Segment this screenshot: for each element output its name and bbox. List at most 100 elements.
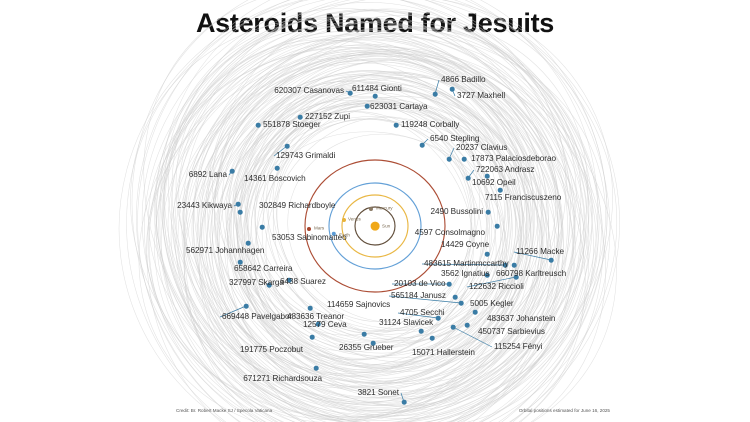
asteroid-marker[interactable] <box>458 300 464 306</box>
asteroid-label: 565184 Janusz <box>391 291 446 300</box>
asteroid-label: 14361 Boscovich <box>244 174 306 183</box>
asteroid-marker[interactable] <box>255 122 261 128</box>
asteroid-label: 327997 Skarga <box>229 278 284 287</box>
asteroid-label: 227152 Zupi <box>305 112 350 121</box>
asteroid-label: 3562 Ignatius <box>441 269 490 278</box>
asteroid-marker[interactable] <box>235 201 241 207</box>
asteroid-marker[interactable] <box>464 322 470 328</box>
asteroid-marker[interactable] <box>237 209 243 215</box>
asteroid-marker[interactable] <box>497 187 503 193</box>
asteroid-label: 4866 Badillo <box>441 75 486 84</box>
asteroid-marker[interactable] <box>418 328 424 334</box>
asteroid-label: 3727 Maxhell <box>457 91 506 100</box>
asteroid-marker[interactable] <box>361 331 367 337</box>
asteroid-label: 620307 Casanovas <box>274 86 344 95</box>
asteroid-marker[interactable] <box>484 272 490 278</box>
asteroid-marker[interactable] <box>446 156 452 162</box>
asteroid-marker[interactable] <box>472 309 478 315</box>
asteroid-label: 483636 Treanor <box>287 312 345 321</box>
asteroid-marker[interactable] <box>297 114 303 120</box>
orbital-date-note: Orbital positions estimated for June 16,… <box>518 408 610 413</box>
asteroid-marker[interactable] <box>370 340 376 346</box>
asteroid-label: 10692 Opeil <box>472 178 516 187</box>
asteroid-marker[interactable] <box>372 93 378 99</box>
asteroid-label: 6540 Stepling <box>430 134 480 143</box>
planet-label-mars: Mars <box>314 225 325 231</box>
asteroid-label: 115254 Fényi <box>494 342 543 351</box>
asteroid-marker[interactable] <box>313 365 319 371</box>
asteroid-marker[interactable] <box>347 90 353 96</box>
asteroid-marker[interactable] <box>484 251 490 257</box>
asteroid-label: 2490 Bussolini <box>430 207 483 216</box>
asteroid-marker[interactable] <box>284 143 290 149</box>
asteroid-marker[interactable] <box>259 224 265 230</box>
asteroid-label: 31124 Slavicek <box>379 318 434 327</box>
asteroid-marker[interactable] <box>452 294 458 300</box>
asteroid-marker[interactable] <box>513 274 519 280</box>
asteroid-label: 551878 Stoeger <box>263 120 321 129</box>
asteroid-label: 20103 de Vico <box>394 279 446 288</box>
asteroid-label: 7115 Franciscuszeno <box>485 193 562 202</box>
asteroid-label: 6892 Lana <box>188 170 227 179</box>
asteroid-marker[interactable] <box>237 259 243 265</box>
asteroid-marker[interactable] <box>484 173 490 179</box>
asteroid-label: 562971 Johannhagen <box>186 246 265 255</box>
asteroid-marker[interactable] <box>511 262 517 268</box>
asteroid-label: 623031 Cartaya <box>370 102 428 111</box>
asteroid-marker[interactable] <box>286 277 292 283</box>
planet-marker-mercury <box>369 207 373 211</box>
asteroid-marker[interactable] <box>393 122 399 128</box>
asteroid-label: 6438 Suarez <box>280 277 326 286</box>
asteroid-marker[interactable] <box>315 321 321 327</box>
asteroid-label: 23443 Kikwaya <box>177 201 232 210</box>
asteroid-label: 14429 Coyne <box>441 240 490 249</box>
asteroid-label: 12579 Ceva <box>303 320 347 329</box>
asteroid-marker[interactable] <box>450 324 456 330</box>
asteroid-orbit-ellipses <box>118 0 620 422</box>
asteroid-marker[interactable] <box>274 165 280 171</box>
asteroid-label: 4705 Secchi <box>400 308 445 317</box>
asteroid-marker[interactable] <box>502 262 508 268</box>
asteroid-label: 20237 Clavius <box>456 143 508 152</box>
asteroid-label: 669448 Pavelgabor <box>222 312 293 321</box>
asteroid-marker[interactable] <box>245 240 251 246</box>
planet-orbit-ellipses <box>304 159 446 293</box>
asteroid-marker[interactable] <box>243 303 249 309</box>
planet-marker-sun <box>370 221 380 231</box>
asteroid-label: 660798 Karltreusch <box>496 269 567 278</box>
asteroid-label: 114659 Sajnovics <box>327 300 391 309</box>
asteroid-label: 53053 Sabinomatteo <box>272 233 347 242</box>
asteroid-marker[interactable] <box>465 175 471 181</box>
asteroid-marker[interactable] <box>429 335 435 341</box>
planet-label-earth: Earth <box>339 232 350 238</box>
asteroid-marker[interactable] <box>548 257 554 263</box>
asteroid-marker[interactable] <box>401 399 407 405</box>
asteroid-marker[interactable] <box>435 315 441 321</box>
asteroid-marker[interactable] <box>307 305 313 311</box>
planet-label-mercury: Mercury <box>376 205 393 211</box>
planet-marker-venus <box>342 218 346 222</box>
planet-label-sun: Sun <box>382 223 391 229</box>
credit-text: Credit: Br. Robert Macke SJ / Specola Va… <box>176 408 273 413</box>
asteroid-label: 4597 Consolmagno <box>414 228 485 237</box>
asteroid-label: 611484 Gionti <box>352 84 402 93</box>
asteroid-marker[interactable] <box>419 142 425 148</box>
asteroid-label: 450737 Sarbievius <box>478 327 545 336</box>
asteroid-label: 17873 Palaciosdeborao <box>471 154 556 163</box>
asteroid-marker[interactable] <box>266 282 272 288</box>
asteroid-marker[interactable] <box>494 223 500 229</box>
asteroid-marker[interactable] <box>364 103 370 109</box>
asteroid-marker[interactable] <box>229 168 235 174</box>
asteroid-marker[interactable] <box>449 86 455 92</box>
asteroid-marker[interactable] <box>432 91 438 97</box>
asteroid-label: 722063 Andrasz <box>476 165 535 174</box>
asteroid-label: 483615 Martinmccarthy <box>424 259 509 268</box>
planet-marker-earth <box>331 231 337 237</box>
asteroid-marker[interactable] <box>485 209 491 215</box>
asteroid-label: 122632 Riccioli <box>469 282 524 291</box>
asteroid-marker[interactable] <box>461 156 467 162</box>
asteroid-marker[interactable] <box>446 281 452 287</box>
asteroid-marker[interactable] <box>309 334 315 340</box>
